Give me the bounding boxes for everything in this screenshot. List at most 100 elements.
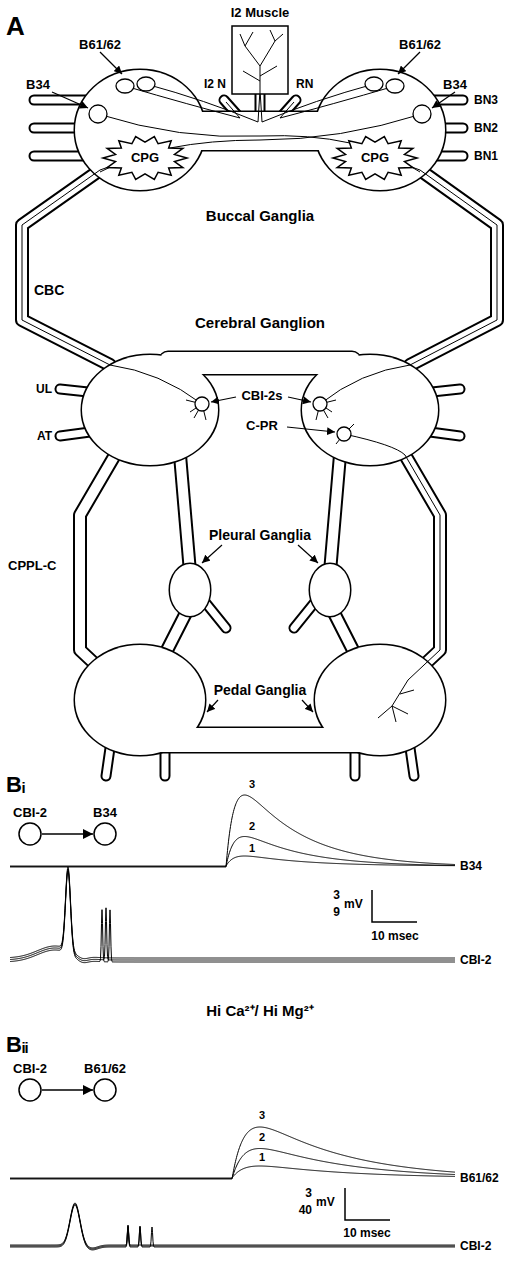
nerve-label: BN3 [474, 94, 498, 106]
recording-trace [10, 867, 455, 959]
neuron-soma [116, 79, 134, 93]
scale-label: 9 [333, 906, 340, 918]
trace-label: CBI-2 [460, 1240, 491, 1252]
connective-tube-core [180, 455, 190, 572]
trace-number: 1 [249, 843, 255, 854]
neuron-label: B34 [443, 78, 467, 91]
connective-tube-core [405, 455, 440, 680]
recording-trace [10, 1204, 455, 1249]
neuron-name: CBI-2 [13, 806, 47, 821]
leader-arrow [207, 700, 218, 712]
neuron-process [22, 84, 497, 722]
leader-arrow [52, 52, 455, 712]
neuron-circle-outline [18, 822, 42, 846]
nerve-label: RN [296, 78, 313, 90]
neuron-soma [89, 105, 107, 123]
neuron-process [22, 150, 202, 404]
panel-letter: Bᵢᵢ [6, 1034, 28, 1056]
recording-trace [10, 1205, 455, 1250]
scale-bar [372, 890, 417, 922]
scale-label: 10 msec [343, 1227, 390, 1239]
trace-label: CBI-2 [460, 954, 491, 966]
neuron-soma [137, 77, 155, 91]
neuron-name: B34 [93, 806, 117, 821]
muscle-box-outline [240, 30, 283, 94]
connective-tube [80, 455, 115, 680]
leader-arrow [302, 700, 313, 712]
neuron-circle: CBI-2 [18, 822, 42, 846]
neuron-process [336, 424, 440, 722]
recording-trace [10, 856, 455, 866]
recording-trace [10, 837, 455, 867]
neuron-label: CBI-2s [241, 389, 282, 402]
ganglion-label: Pedal Ganglia [214, 683, 307, 697]
connective-tube [22, 170, 110, 365]
leader-arrow [288, 397, 311, 402]
neuron-soma [386, 79, 404, 93]
connective-tube-core [330, 455, 340, 572]
leader-arrow [398, 52, 420, 74]
trace-number: 3 [249, 779, 255, 790]
ganglion-label: Pleural Ganglia [209, 528, 311, 542]
recording-trace [10, 1203, 455, 1248]
ganglion-fill [75, 70, 445, 755]
recording-trace [10, 871, 455, 963]
neuron-circle-outline [18, 1078, 42, 1102]
nerve-label: AT [37, 430, 52, 442]
neuron-soma [413, 105, 431, 123]
connective-tube [410, 170, 497, 365]
cpg-star-outline [103, 137, 187, 180]
connective-tube [330, 455, 340, 572]
leader-arrow [202, 545, 222, 563]
synapse-connector [42, 1089, 93, 1091]
trace-label: B61/62 [460, 1172, 499, 1184]
scale-label: mV [344, 898, 363, 910]
neuron-circle: B61/62 [93, 1078, 117, 1102]
leader-arrow [211, 397, 236, 402]
neuron-circle-outline [19, 823, 41, 845]
cpg-label: CPG [361, 151, 389, 166]
nerve-label: UL [36, 383, 52, 395]
neuron-circle-outline [93, 1078, 117, 1102]
muscle-label: I2 Muscle [215, 6, 305, 21]
trace-number: 1 [259, 1152, 265, 1163]
neuron-circle-outline [19, 1079, 41, 1101]
neuron-soma [89, 77, 431, 441]
trace-number: 2 [259, 1132, 265, 1143]
connective-label: CPPL-C [8, 559, 56, 572]
neuron-label: C-PR [246, 419, 278, 432]
neuron-label: B61/62 [399, 38, 441, 51]
neuron-circle-outline [94, 1079, 116, 1101]
recording-trace [10, 795, 455, 867]
scale-label: 10 msec [371, 930, 418, 942]
ganglion-label: Cerebral Ganglion [195, 315, 325, 330]
ganglion-outline [75, 70, 445, 755]
synapse-connector [42, 833, 93, 835]
connective-tube [180, 455, 190, 572]
leader-arrow [298, 545, 318, 563]
cpg-label: CPG [131, 151, 159, 166]
scale-bar [345, 1188, 390, 1220]
connective-tube [405, 455, 440, 680]
connective-tube-core [410, 170, 497, 365]
neuron-circle-outline [93, 822, 117, 846]
neuron-soma [313, 397, 327, 411]
neuron-name: B61/62 [84, 1062, 126, 1077]
cpg-star-outline [333, 137, 417, 180]
ganglion-label: Buccal Ganglia [206, 208, 314, 223]
panel-letter: Bᵢ [6, 774, 25, 796]
leader-arrow [287, 427, 335, 432]
scale-label: mV [316, 1196, 335, 1208]
recording-trace [10, 1127, 455, 1179]
cpg-star: CPG [103, 136, 187, 180]
muscle-box-outline [232, 26, 288, 94]
leader-arrow [52, 92, 88, 108]
muscle-box: I2 Muscle [215, 6, 305, 96]
neuron-label: B61/62 [79, 38, 121, 51]
neuron-name: CBI-2 [13, 1062, 47, 1077]
recording-trace [10, 869, 455, 961]
connective-label: CBC [34, 283, 64, 297]
